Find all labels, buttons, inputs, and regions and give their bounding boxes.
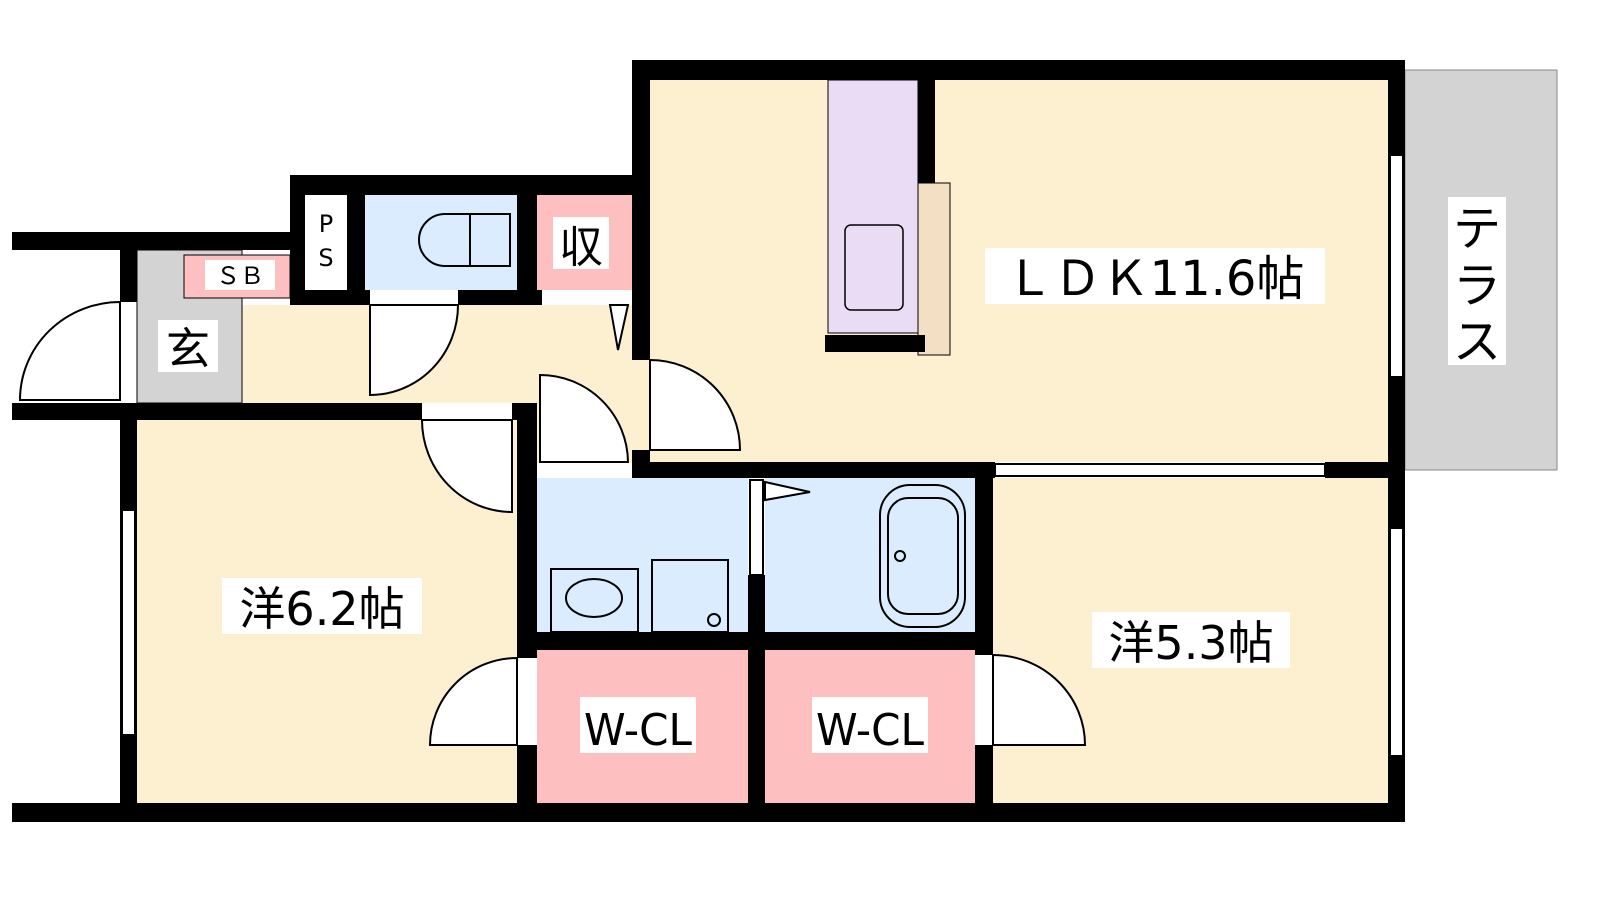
kitchen xyxy=(827,79,919,334)
washing-machine-icon xyxy=(651,559,729,633)
western2-label: 洋5.3帖 xyxy=(1108,616,1273,670)
wcl2-label: W-CL xyxy=(816,705,924,756)
storage-label: 収 xyxy=(559,222,603,273)
terrace-label-1: テ xyxy=(1453,201,1501,257)
ps-label-s: S xyxy=(318,244,333,272)
ps-space xyxy=(305,195,347,290)
sink-outline xyxy=(844,224,904,311)
entrance-label: 玄 xyxy=(166,324,210,375)
toilet-floor xyxy=(365,195,517,290)
bathroom-floor xyxy=(765,478,975,632)
counter xyxy=(917,182,951,356)
toilet-icon xyxy=(418,213,511,267)
bathtub-icon xyxy=(879,484,966,628)
shoebox-label: ＳＢ xyxy=(216,262,264,290)
wcl1-label: W-CL xyxy=(584,705,692,756)
label-backgrounds xyxy=(158,197,1506,753)
doors xyxy=(18,300,1087,746)
washbasin-icon xyxy=(550,568,639,633)
ldk-label: ＬＤＫ11.6帖 xyxy=(1006,251,1305,307)
terrace-label-3: ス xyxy=(1453,314,1501,370)
windows xyxy=(121,154,1404,757)
western1-label: 洋6.2帖 xyxy=(239,582,404,636)
ps-label-p: P xyxy=(319,210,333,238)
terrace-label-2: ラ xyxy=(1453,258,1501,314)
washroom-floor xyxy=(537,478,748,632)
